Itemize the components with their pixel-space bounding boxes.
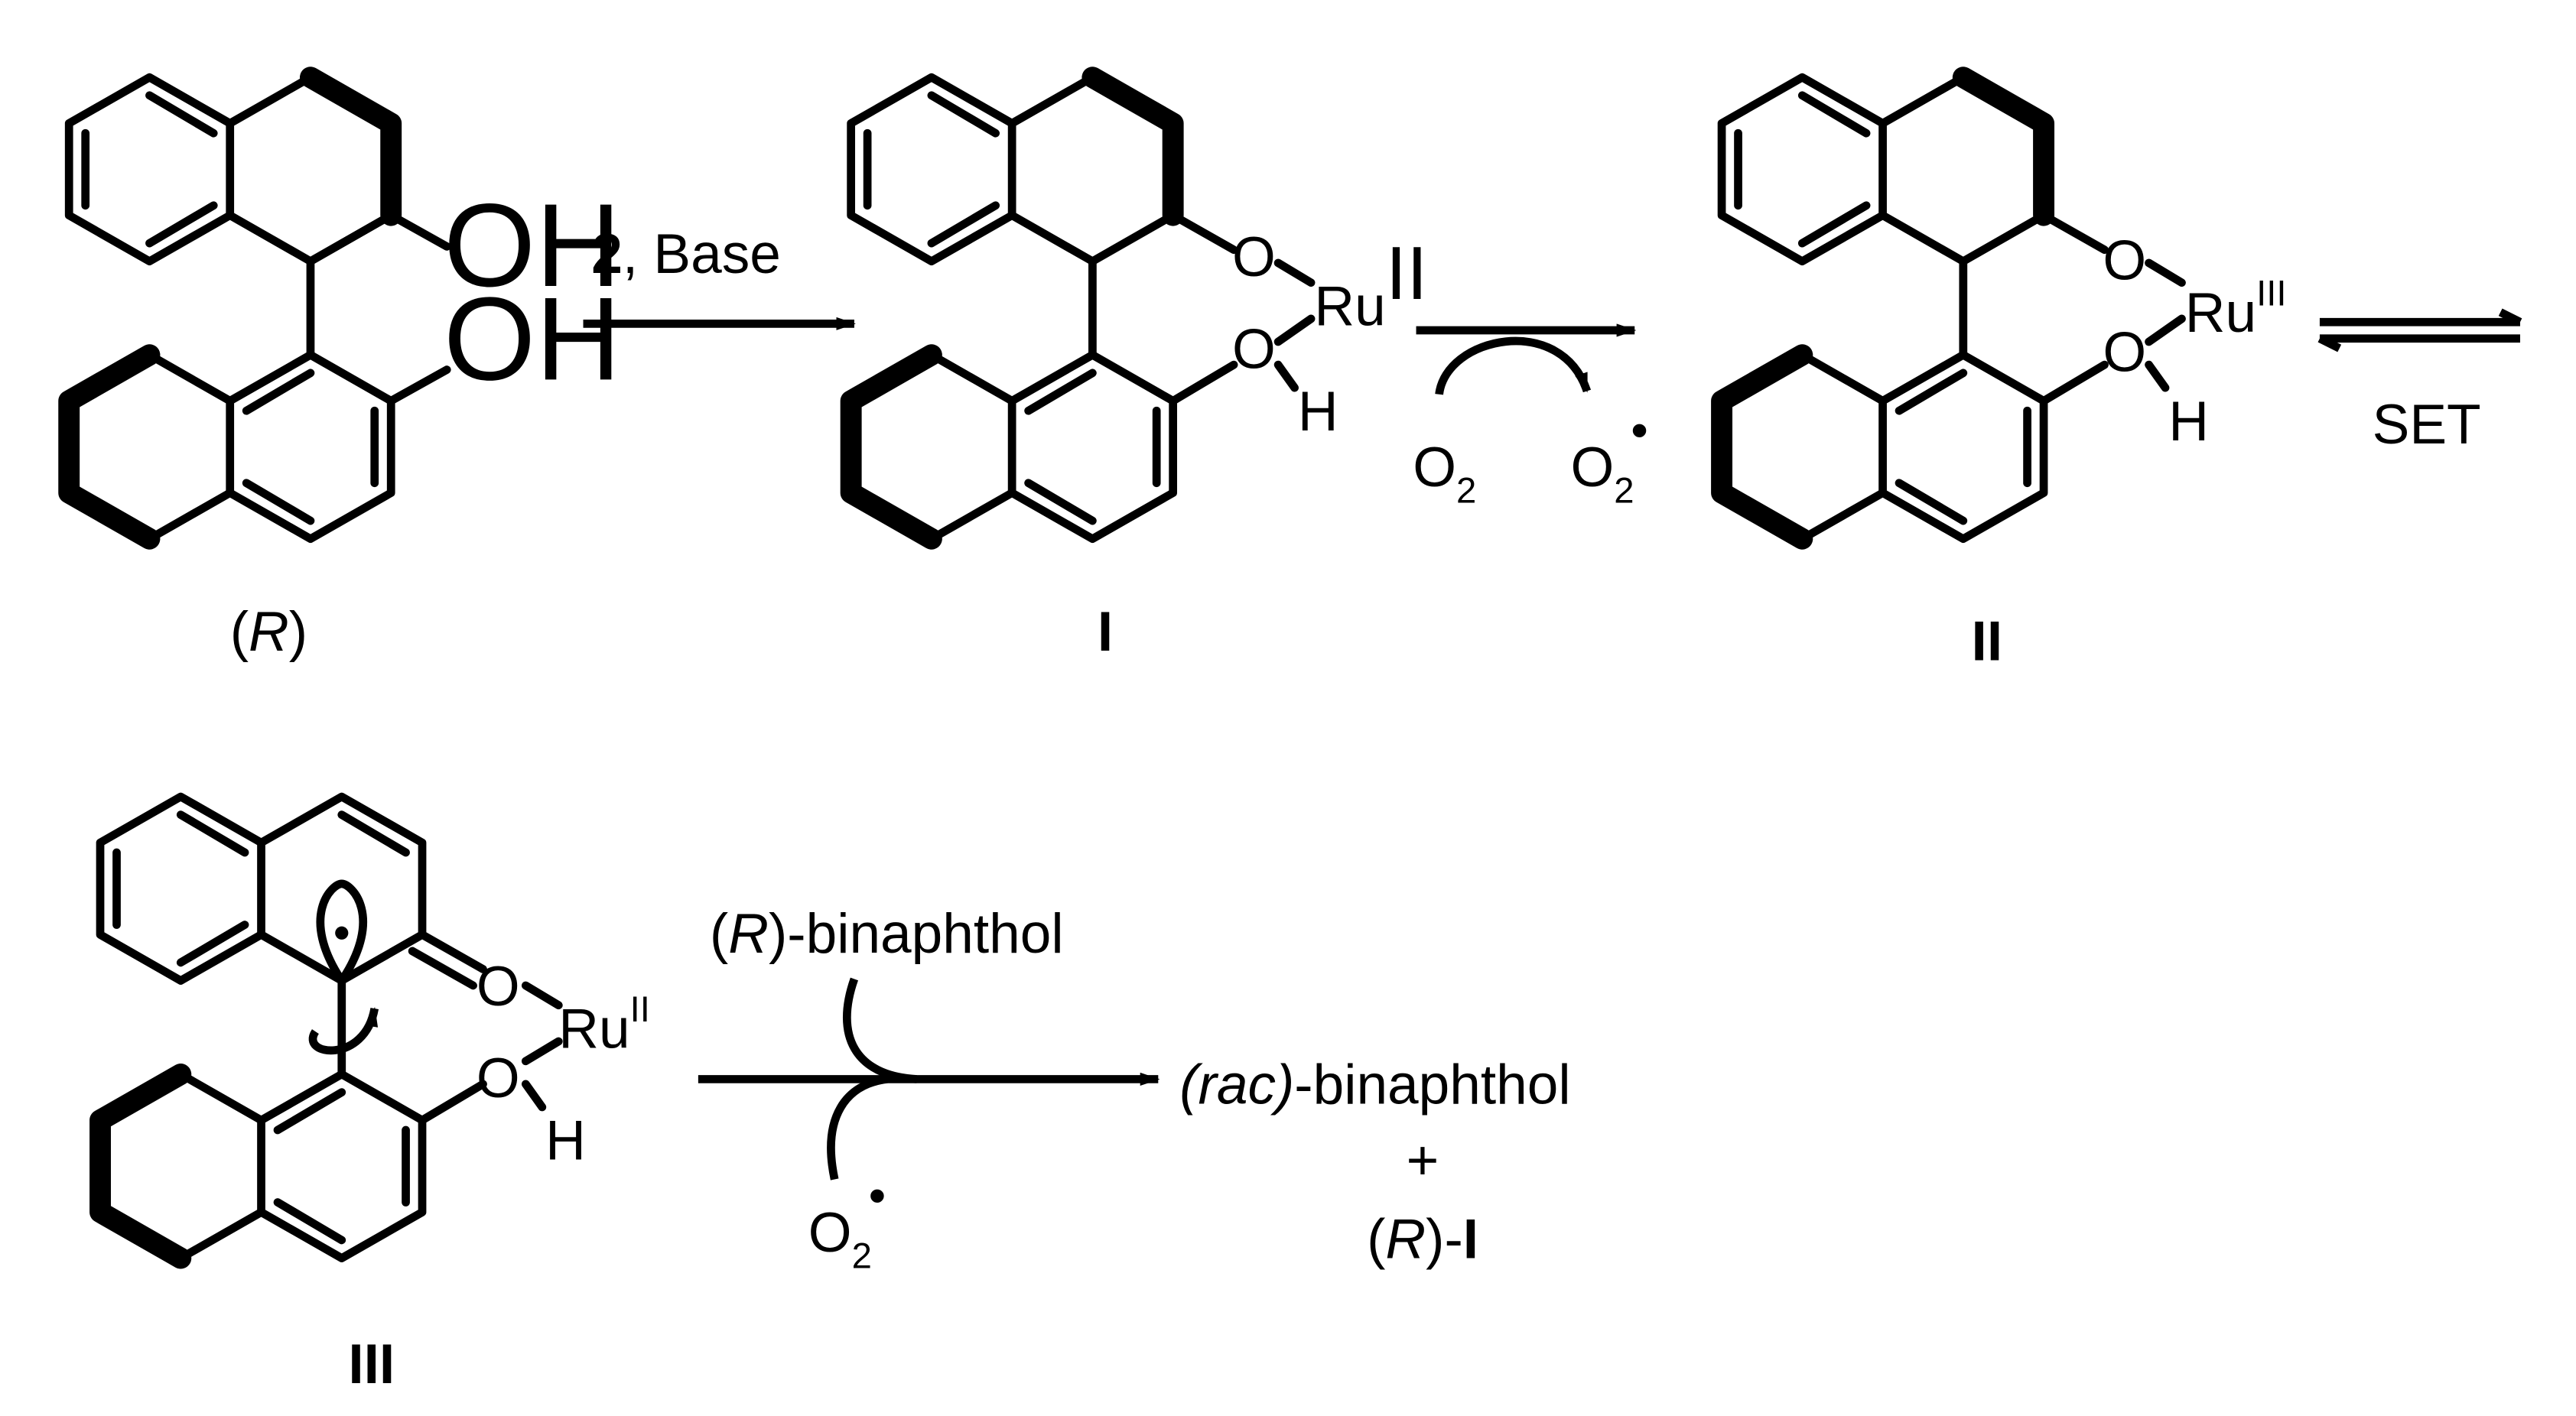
compound-I-o-top: O	[1232, 226, 1276, 288]
compound-I-structure	[840, 67, 1316, 550]
compound-II-ru: RuIII	[2185, 274, 2287, 344]
compound-III-label: III	[348, 1333, 395, 1395]
compound-III-o-top: O	[476, 956, 520, 1018]
oh-label-top: OH	[444, 179, 621, 311]
compound-I-label: I	[1098, 601, 1113, 663]
step4-reagent: (R)-binaphthol	[710, 903, 1064, 965]
equilibrium-reverse-arrow	[2317, 334, 2520, 352]
compound-III-structure	[89, 792, 563, 1269]
step4-reagent-curve	[843, 977, 917, 1083]
step3-label: SET	[2373, 394, 2481, 456]
compound-II-o-bottom: O	[2103, 322, 2146, 384]
compound-II-label: II	[1972, 611, 2003, 673]
compound-I-o-bottom: O	[1232, 318, 1276, 380]
equilibrium-forward-arrow	[2319, 308, 2522, 326]
product-r-I: (R)-I	[1367, 1209, 1478, 1271]
binol-structure	[58, 67, 451, 550]
step2-superoxide: O2•	[1570, 402, 1647, 511]
product-rac-binaphthol: (rac)-binaphthol	[1179, 1054, 1570, 1116]
step2-o2-curve	[1435, 336, 1592, 395]
step4-superoxide: O2•	[808, 1168, 886, 1276]
compound-III-o-bottom: O	[476, 1047, 520, 1109]
step1-reagents: 2, Base	[591, 223, 781, 285]
product-plus: +	[1407, 1129, 1439, 1191]
compound-III-ru: RuII	[558, 989, 650, 1060]
compound-r-label: (R)	[230, 601, 307, 663]
compound-II-h: H	[2168, 391, 2209, 453]
step2-o2-reactant: O2	[1413, 437, 1476, 511]
compound-I-h: H	[1298, 381, 1338, 443]
compound-II-structure	[1711, 67, 2186, 550]
compound-III-h: H	[545, 1110, 586, 1172]
compound-II-o-top: O	[2103, 229, 2146, 291]
step4-byproduct-curve	[827, 1075, 888, 1181]
oh-label-bottom: OH	[444, 272, 621, 404]
compound-I-ru: RuII	[1314, 231, 1427, 337]
